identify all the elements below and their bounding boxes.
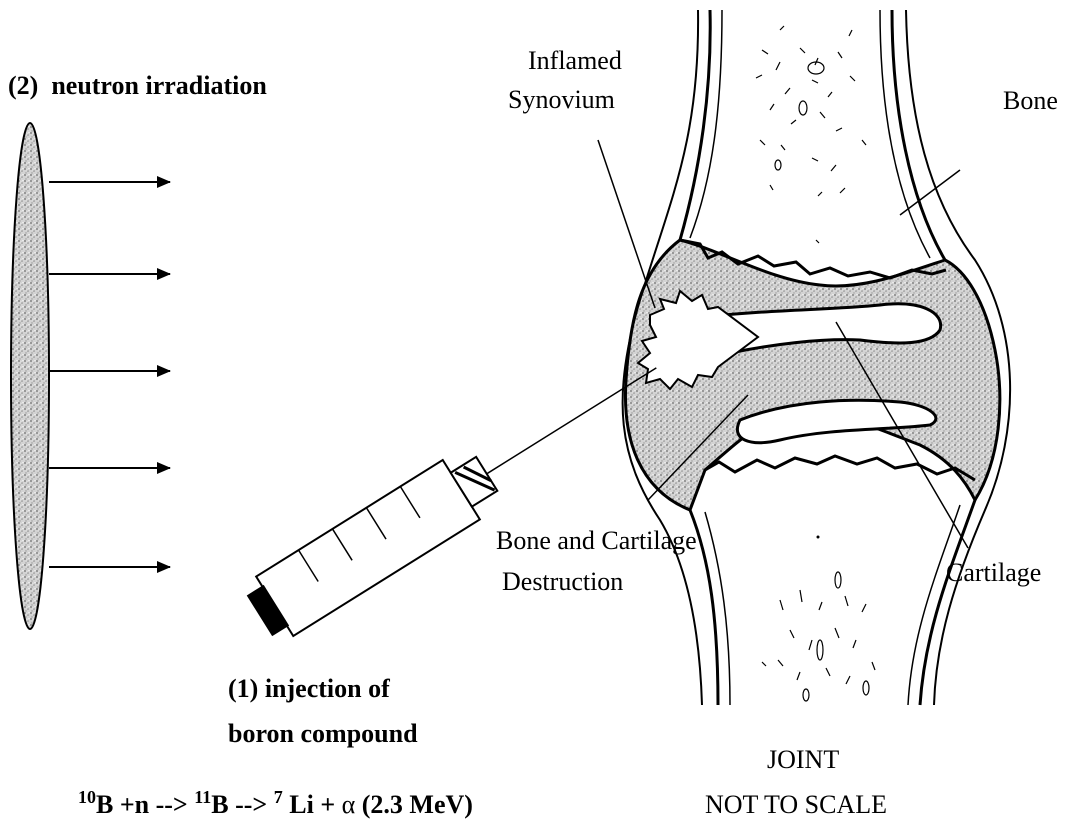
eq-part2: B --> xyxy=(211,790,273,819)
eq-part4: (2.3 MeV) xyxy=(355,790,473,819)
lower-cortex-right xyxy=(908,505,960,705)
eq-sup-10: 10 xyxy=(78,787,96,807)
bone-cartilage-destruction-label-line1: Bone and Cartilage xyxy=(496,526,697,555)
eq-part3: Li + xyxy=(283,790,342,819)
syringe-barrel xyxy=(256,460,480,636)
eq-sup-7: 7 xyxy=(274,787,283,807)
bone-label: Bone xyxy=(1003,86,1058,115)
syringe xyxy=(241,338,675,645)
neutron-irradiation-label: (2) neutron irradiation xyxy=(8,71,267,100)
joint-label: JOINT xyxy=(767,745,839,774)
eq-sup-11: 11 xyxy=(194,787,211,807)
upper-cortex-right xyxy=(880,10,930,258)
injection-label-line2: boron compound xyxy=(228,719,418,748)
upper-bone-outline-right xyxy=(892,10,945,260)
lower-articular-surface xyxy=(705,456,975,480)
eq-alpha: α xyxy=(342,790,356,819)
bone-cartilage-destruction-label-line2: Destruction xyxy=(502,567,623,596)
joint-illustration xyxy=(623,10,1011,705)
upper-cortex-left xyxy=(690,10,722,238)
leader-inflamed-synovium xyxy=(598,140,655,308)
inflamed-synovium-label-line2: Synovium xyxy=(508,85,615,114)
eq-part1: B +n --> xyxy=(96,790,194,819)
injection-label-line1: (1) injection of xyxy=(228,674,390,703)
upper-trabecular-texture xyxy=(756,26,866,243)
leader-bone xyxy=(900,170,960,215)
neutron-arrows xyxy=(49,182,170,567)
joint-dot xyxy=(817,536,820,539)
cartilage-label: Cartilage xyxy=(946,558,1041,587)
lower-bone-outline-right xyxy=(920,500,975,705)
neutron-source-ellipse xyxy=(11,123,49,629)
upper-bone-outline-left xyxy=(680,10,710,240)
reaction-equation: 10B +n --> 11B --> 7 Li + α (2.3 MeV) xyxy=(78,787,473,819)
inflamed-synovium-label-line1: Inflamed xyxy=(528,46,622,75)
not-to-scale-label: NOT TO SCALE xyxy=(705,790,887,819)
lower-trabecular-texture xyxy=(762,572,875,701)
